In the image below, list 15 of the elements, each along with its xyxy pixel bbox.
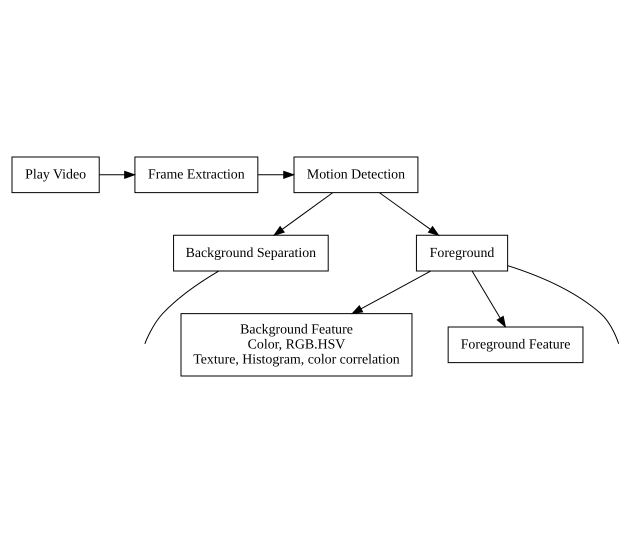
node-box: Motion Detection <box>294 156 418 194</box>
arrow <box>272 192 334 236</box>
arrow <box>472 270 506 328</box>
node-box: Foreground Feature <box>448 326 584 364</box>
connector <box>144 270 219 344</box>
arrow <box>350 270 432 314</box>
node-box: Frame Extraction <box>134 156 258 194</box>
connector <box>507 265 620 344</box>
node-box: Foreground <box>416 234 508 272</box>
arrow <box>379 192 440 236</box>
node-box: Background Separation <box>173 234 329 272</box>
arrow <box>258 170 296 179</box>
node-box: Background Feature Color, RGB.HSV Texture, Histogram, color correlation <box>180 313 412 377</box>
arrow <box>98 170 136 179</box>
node-box: Play Video <box>12 156 100 194</box>
